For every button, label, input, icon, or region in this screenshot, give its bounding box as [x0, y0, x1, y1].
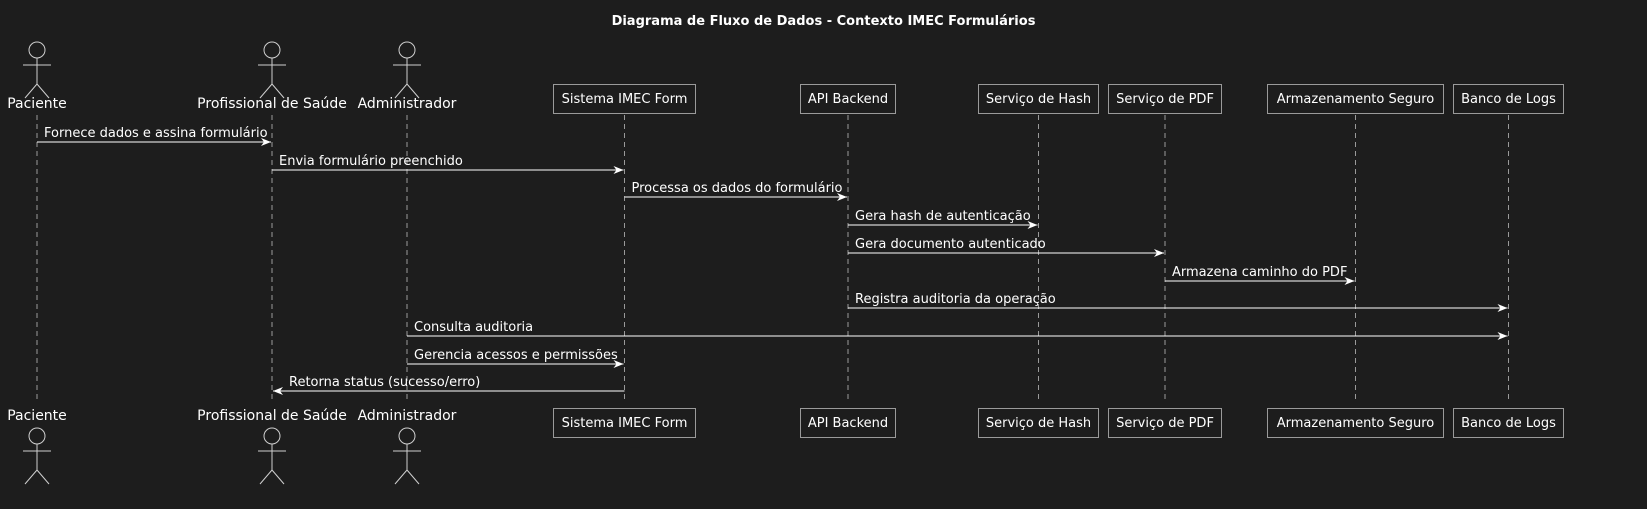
message-label-10: Retorna status (sucesso/erro) [289, 375, 481, 390]
actor-label-paciente-top: Paciente [7, 96, 67, 112]
actor-label-administrador-bottom: Administrador [357, 408, 457, 424]
actor-label-paciente-bottom: Paciente [7, 408, 67, 424]
actor-label-profissional-bottom: Profissional de Saúde [197, 408, 347, 424]
participant-box-logs-bottom: Banco de Logs [1453, 408, 1564, 438]
message-label-9: Gerencia acessos e permissões [414, 348, 618, 363]
message-label-3: Processa os dados do formulário [631, 181, 843, 196]
participant-box-api-top: API Backend [800, 84, 896, 114]
participant-box-pdf-top: Serviço de PDF [1108, 84, 1222, 114]
actor-icon-administrador-top [393, 41, 421, 99]
message-label-6: Armazena caminho do PDF [1172, 265, 1348, 280]
participant-box-armazenamento-bottom: Armazenamento Seguro [1267, 408, 1444, 438]
actor-icon-profissional-top [258, 41, 286, 99]
actor-icon-paciente-bottom [23, 427, 51, 485]
actor-label-profissional-top: Profissional de Saúde [197, 96, 347, 112]
actor-icon-administrador-bottom [393, 427, 421, 485]
participant-box-sistema-bottom: Sistema IMEC Form [553, 408, 696, 438]
message-label-1: Fornece dados e assina formulário [44, 126, 268, 141]
message-label-7: Registra auditoria da operação [855, 292, 1056, 307]
diagram-title: Diagrama de Fluxo de Dados - Contexto IM… [611, 14, 1036, 29]
participant-box-armazenamento-top: Armazenamento Seguro [1267, 84, 1444, 114]
actor-icon-paciente-top [23, 41, 51, 99]
participant-box-hash-top: Serviço de Hash [978, 84, 1099, 114]
message-label-4: Gera hash de autenticação [855, 209, 1031, 224]
participant-box-sistema-top: Sistema IMEC Form [553, 84, 696, 114]
message-label-5: Gera documento autenticado [855, 237, 1046, 252]
actor-label-administrador-top: Administrador [357, 96, 457, 112]
message-label-8: Consulta auditoria [414, 320, 534, 335]
participant-box-logs-top: Banco de Logs [1453, 84, 1564, 114]
participant-box-hash-bottom: Serviço de Hash [978, 408, 1099, 438]
participant-box-pdf-bottom: Serviço de PDF [1108, 408, 1222, 438]
message-label-2: Envia formulário preenchido [279, 154, 463, 169]
actor-icon-profissional-bottom [258, 427, 286, 485]
participant-box-api-bottom: API Backend [800, 408, 896, 438]
